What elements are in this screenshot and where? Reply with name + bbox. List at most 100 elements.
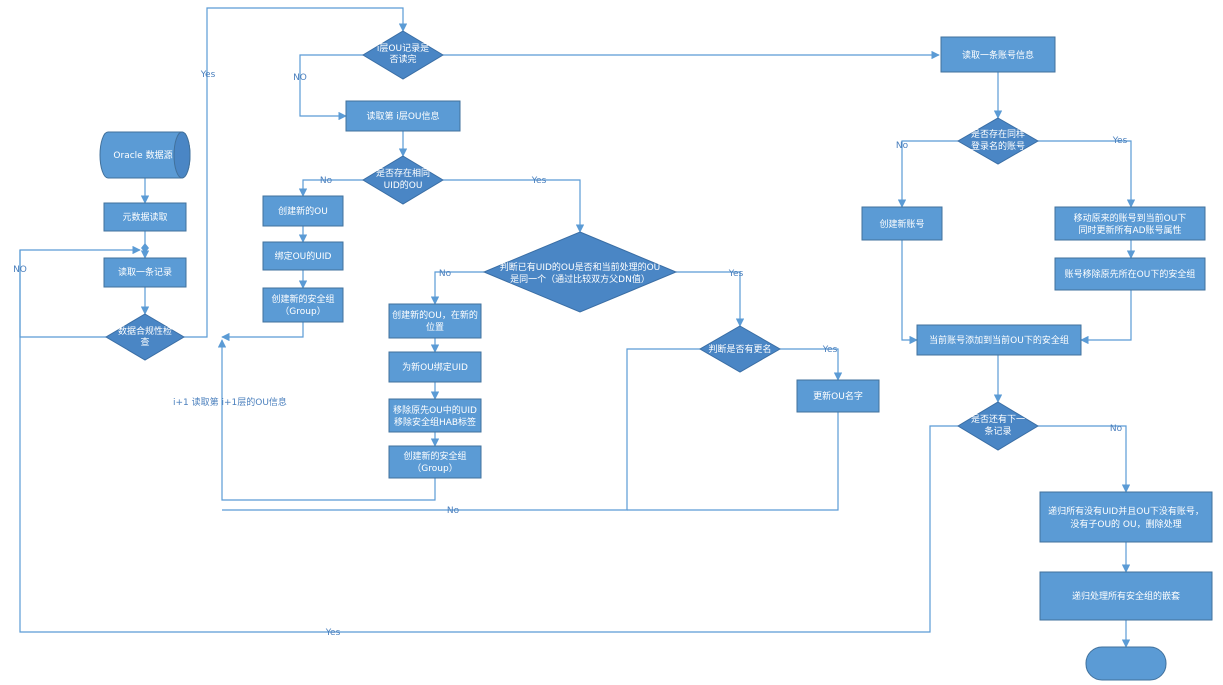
node-renamed[interactable]: 判断是否有更名 <box>698 325 782 373</box>
edges <box>19 7 1136 648</box>
edge-sameou-yes <box>676 271 745 327</box>
label-same-uid-no: No <box>320 176 333 186</box>
node-remove-uid-label-1: 移除原先OU中的UID <box>393 404 477 416</box>
edge-group2-loop <box>217 339 436 501</box>
node-update-name[interactable]: 更新OU名字 <box>796 379 880 413</box>
node-next-record[interactable]: 是否还有下一 条记录 <box>957 401 1039 451</box>
node-create-ou-label: 创建新的OU <box>278 205 328 217</box>
node-read-record[interactable]: 读取一条记录 <box>103 257 187 288</box>
node-same-login-label-2: 登录名的账号 <box>971 140 1025 152</box>
node-create-ou-new-pos[interactable]: 创建新的OU，在新的 位置 <box>388 303 482 339</box>
node-recursive-delete-label-2: 没有子OU的 OU，删除处理 <box>1070 518 1181 530</box>
node-create-ou-new-pos-label-1: 创建新的OU，在新的 <box>392 309 478 321</box>
node-bind-uid[interactable]: 绑定OU的UID <box>262 241 344 271</box>
node-read-account[interactable]: 读取一条账号信息 <box>940 36 1056 73</box>
node-same-ou[interactable]: 判断已有UID的OU是否和当前处理的OU 是同一个（通过比较双方父DN值） <box>482 231 678 313</box>
node-bind-uid-label: 绑定OU的UID <box>275 250 332 262</box>
node-create-account[interactable]: 创建新账号 <box>861 206 943 241</box>
node-move-account[interactable]: 移动原来的账号到当前OU下 同时更新所有AD账号属性 <box>1054 206 1206 241</box>
edge-renamed-no <box>222 348 700 511</box>
edge-create-add <box>901 240 918 345</box>
edge-renamed-yes <box>780 348 843 381</box>
edge-login-yes <box>1038 140 1136 208</box>
node-move-account-label-1: 移动原来的账号到当前OU下 <box>1074 212 1187 224</box>
edge-sameuid-no <box>298 179 363 197</box>
label-next-no: No <box>1110 424 1123 434</box>
node-same-uid[interactable]: 是否存在相同 UID的OU <box>362 155 444 205</box>
node-recursive-groups[interactable]: 递归处理所有安全组的嵌套 <box>1039 571 1213 621</box>
node-check[interactable]: 数据合规性检 查 <box>105 313 185 361</box>
node-check-label-2: 查 <box>140 336 149 348</box>
node-remove-from-group[interactable]: 账号移除原先所在OU下的安全组 <box>1054 257 1206 291</box>
label-check-no: NO <box>13 265 27 275</box>
node-create-group[interactable]: 创建新的安全组 （Group） <box>262 287 344 323</box>
node-read-level-ou-label: 读取第 i层OU信息 <box>366 110 439 122</box>
label-same-ou-no: No <box>439 269 452 279</box>
node-next-record-label-1: 是否还有下一 <box>971 413 1025 425</box>
node-read-record-label: 读取一条记录 <box>118 266 172 278</box>
edge-remove-add <box>1080 290 1132 345</box>
node-create-account-label: 创建新账号 <box>879 218 924 230</box>
node-create-group2-label-1: 创建新的安全组 <box>403 450 466 462</box>
node-bind-new-uid[interactable]: 为新OU绑定UID <box>388 351 482 383</box>
node-create-group-label-1: 创建新的安全组 <box>271 293 334 305</box>
node-add-to-group[interactable]: 当前账号添加到当前OU下的安全组 <box>916 324 1082 356</box>
node-create-ou-new-pos-label-2: 位置 <box>426 321 444 333</box>
edge-level-no <box>299 54 363 121</box>
node-move-account-label-2: 同时更新所有AD账号属性 <box>1078 224 1181 236</box>
node-read-account-label: 读取一条账号信息 <box>962 49 1034 61</box>
label-renamed-yes: Yes <box>822 345 838 355</box>
node-level-done[interactable]: i层OU记录是 否读完 <box>362 30 444 80</box>
node-source-label: Oracle 数据源 <box>113 149 172 161</box>
node-same-ou-label-2: 是同一个（通过比较双方父DN值） <box>510 273 650 285</box>
node-create-group-label-2: （Group） <box>280 306 325 317</box>
node-same-login-label-1: 是否存在同样 <box>971 128 1025 140</box>
node-create-ou[interactable]: 创建新的OU <box>262 195 344 227</box>
loop-note: i+1 读取第 i+1层的OU信息 <box>173 396 287 408</box>
edge-next-no <box>1038 425 1131 493</box>
node-renamed-label: 判断是否有更名 <box>708 343 771 355</box>
edge-sameou-no <box>430 271 484 305</box>
node-end[interactable] <box>1085 646 1167 681</box>
node-same-uid-label-1: 是否存在相同 <box>376 167 430 179</box>
node-recursive-delete-label-1: 递归所有没有UID并且OU下没有账号， <box>1048 505 1204 517</box>
node-bind-new-uid-label: 为新OU绑定UID <box>402 361 468 373</box>
node-remove-uid[interactable]: 移除原先OU中的UID 移除安全组HAB标签 <box>388 398 482 433</box>
node-level-done-label-1: i层OU记录是 <box>377 43 429 54</box>
label-same-ou-yes: Yes <box>728 269 744 279</box>
node-update-name-label: 更新OU名字 <box>813 390 863 402</box>
node-read-level-ou[interactable]: 读取第 i层OU信息 <box>345 100 461 132</box>
label-next-yes: Yes <box>325 628 341 638</box>
label-same-uid-yes: Yes <box>531 176 547 186</box>
node-create-group2-label-2: （Group） <box>412 463 457 474</box>
edge-update-loop <box>627 412 839 511</box>
label-renamed-no: No <box>447 506 460 516</box>
junction-marker <box>141 243 149 253</box>
node-meta[interactable]: 元数据读取 <box>103 202 187 232</box>
label-check-yes: Yes <box>200 70 216 80</box>
node-recursive-delete[interactable]: 递归所有没有UID并且OU下没有账号， 没有子OU的 OU，删除处理 <box>1039 491 1213 543</box>
edge-sameuid-yes <box>443 179 585 233</box>
node-source[interactable]: Oracle 数据源 <box>99 131 191 179</box>
node-remove-from-group-label: 账号移除原先所在OU下的安全组 <box>1065 268 1196 280</box>
node-recursive-groups-label: 递归处理所有安全组的嵌套 <box>1072 590 1180 602</box>
label-level-no: NO <box>293 73 307 83</box>
node-level-done-label-2: 否读完 <box>389 53 416 65</box>
label-login-yes: Yes <box>1112 136 1128 146</box>
node-remove-uid-label-2: 移除安全组HAB标签 <box>394 416 476 428</box>
node-meta-label: 元数据读取 <box>122 211 167 223</box>
node-next-record-label-2: 条记录 <box>984 425 1011 437</box>
node-add-to-group-label: 当前账号添加到当前OU下的安全组 <box>929 334 1069 346</box>
edge-next-yes <box>19 250 958 633</box>
edge-group-loop <box>221 322 304 342</box>
node-same-login[interactable]: 是否存在同样 登录名的账号 <box>956 117 1040 165</box>
node-create-group2[interactable]: 创建新的安全组 （Group） <box>388 445 482 479</box>
node-same-ou-label-1: 判断已有UID的OU是否和当前处理的OU <box>500 261 661 273</box>
edge-check-yes <box>184 7 408 338</box>
edge-login-no <box>897 140 958 208</box>
label-login-no: No <box>896 141 909 151</box>
node-check-label-1: 数据合规性检 <box>118 325 172 337</box>
node-same-uid-label-2: UID的OU <box>384 179 423 191</box>
